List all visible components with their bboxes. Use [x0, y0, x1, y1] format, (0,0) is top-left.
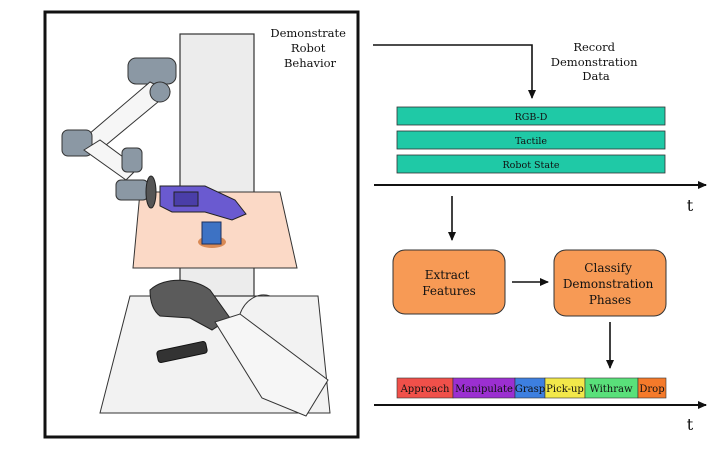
- data-streams: RGB-D Tactile Robot State: [396, 106, 666, 174]
- demonstrate-label: Demonstrate Robot Behavior: [270, 26, 349, 70]
- stream-tactile-label: Tactile: [515, 136, 547, 147]
- time-axis-top-label: t: [687, 196, 694, 215]
- robot-wrist-joint-1: [121, 147, 143, 173]
- robot-scene-illustration: [61, 33, 331, 417]
- robot-shoulder-joint: [149, 81, 171, 103]
- time-axis-bottom-label: t: [687, 415, 694, 434]
- record-label: Record Demonstration Data: [551, 40, 641, 83]
- phase-drop-segment: [637, 377, 667, 399]
- phase-approach-label: Approach: [400, 384, 450, 395]
- record-arrow: [373, 44, 536, 99]
- phase-drop-label: Drop: [639, 384, 664, 395]
- phase-grasp-label: Grasp: [515, 384, 545, 395]
- stream-rgbd-label: RGB-D: [515, 112, 548, 123]
- classify-phases-box: [553, 249, 667, 317]
- human-forearm: [214, 313, 329, 417]
- stream-tactile-bar: [396, 130, 666, 150]
- phase-bar: Approach Manipulate Grasp Pick-up Withra…: [396, 377, 667, 399]
- robot-base-joint: [127, 57, 177, 85]
- stream-robot-state-label: Robot State: [503, 160, 560, 171]
- stream-rgbd-bar: [396, 106, 666, 126]
- handheld-controller: [156, 340, 208, 364]
- phase-withraw-label: Withraw: [589, 384, 633, 395]
- hand-cable: [239, 294, 271, 315]
- tool-flange: [145, 175, 157, 209]
- phase-pickup-label: Pick-up: [546, 384, 584, 395]
- classify-phases-label: Classify Demonstration Phases: [563, 261, 657, 307]
- phase-manipulate-label: Manipulate: [455, 384, 513, 395]
- gripper-housing: [173, 191, 199, 207]
- extract-features-box: [392, 249, 506, 315]
- extract-features-label: Extract Features: [422, 268, 475, 298]
- stream-robot-state-bar: [396, 154, 666, 174]
- blue-cube: [201, 221, 222, 245]
- robot-wrist-joint-2: [115, 179, 149, 201]
